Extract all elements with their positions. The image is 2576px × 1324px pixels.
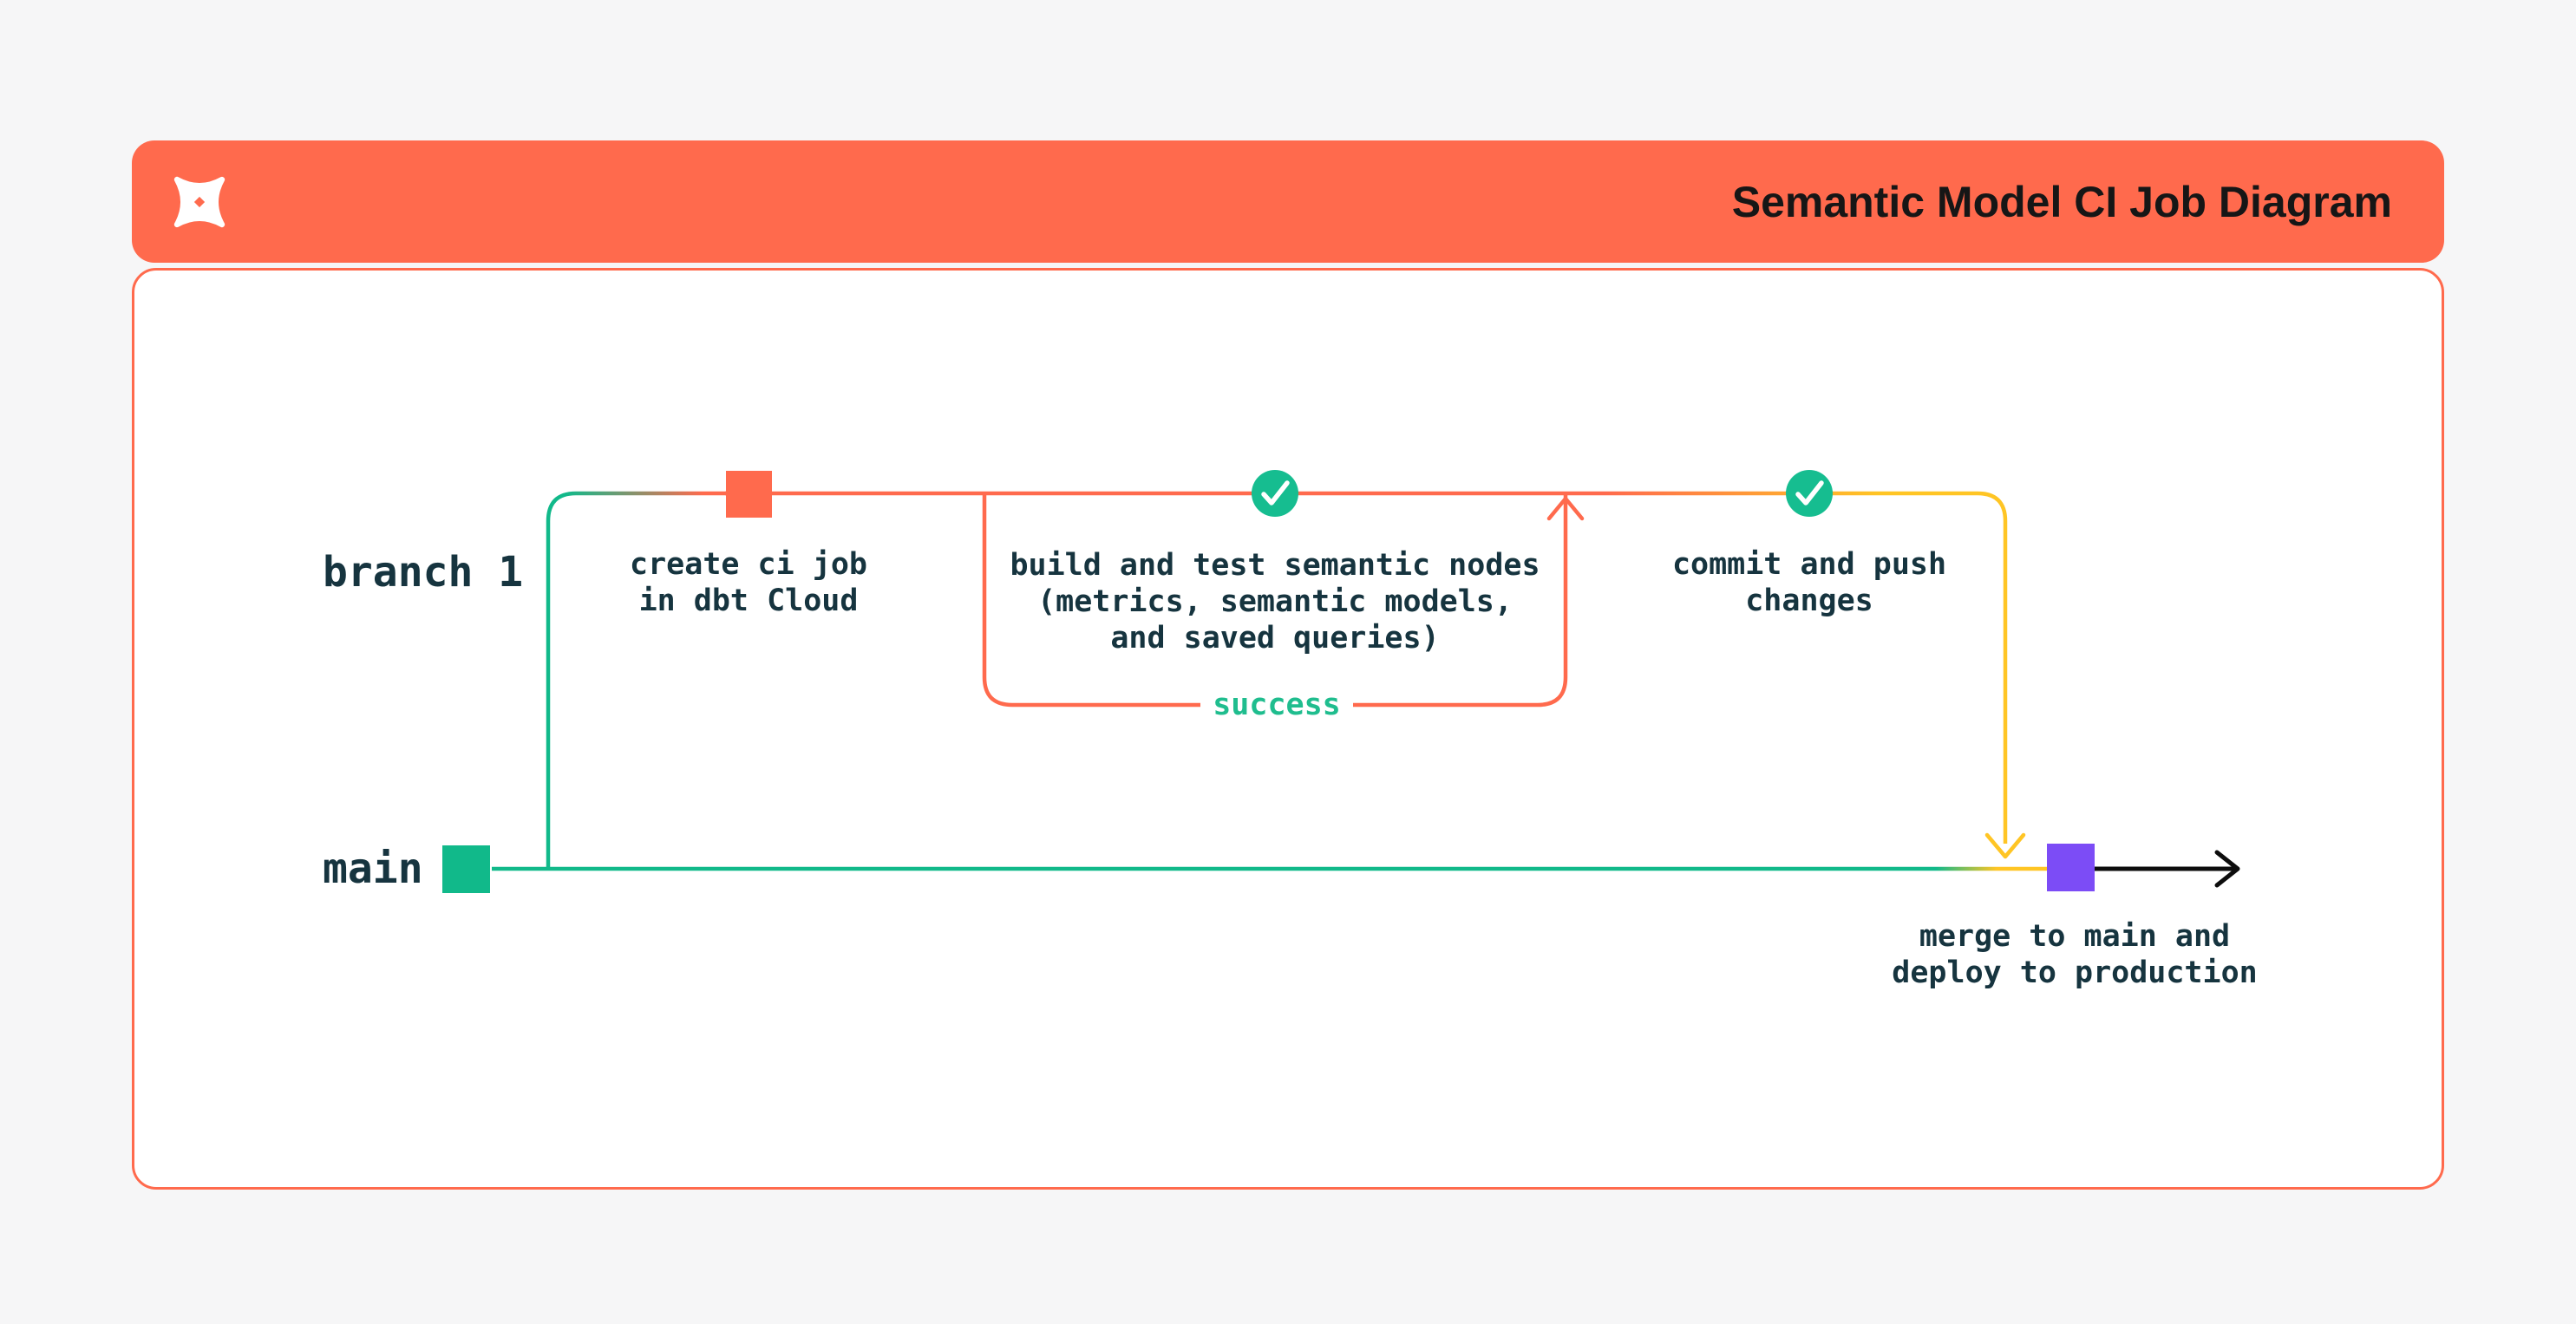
card-body [132, 268, 2444, 1190]
build-test-label: build and test semantic nodes (metrics, … [1010, 548, 1540, 655]
merge-deploy-label: merge to main and deploy to production [1892, 919, 2258, 990]
success-label-wrap: success [1173, 687, 1381, 723]
card-header: Semantic Model CI Job Diagram [132, 140, 2444, 263]
commit-push-label: commit and push changes [1671, 547, 1947, 618]
success-label: success [1200, 687, 1353, 723]
create-ci-label: create ci job in dbt Cloud [630, 547, 867, 618]
branch1-label: branch 1 [323, 548, 524, 597]
diagram-card: Semantic Model CI Job Diagram [132, 140, 2444, 1190]
page-title: Semantic Model CI Job Diagram [1731, 177, 2392, 226]
dbt-logo-icon [173, 176, 226, 227]
main-label: main [323, 845, 423, 893]
